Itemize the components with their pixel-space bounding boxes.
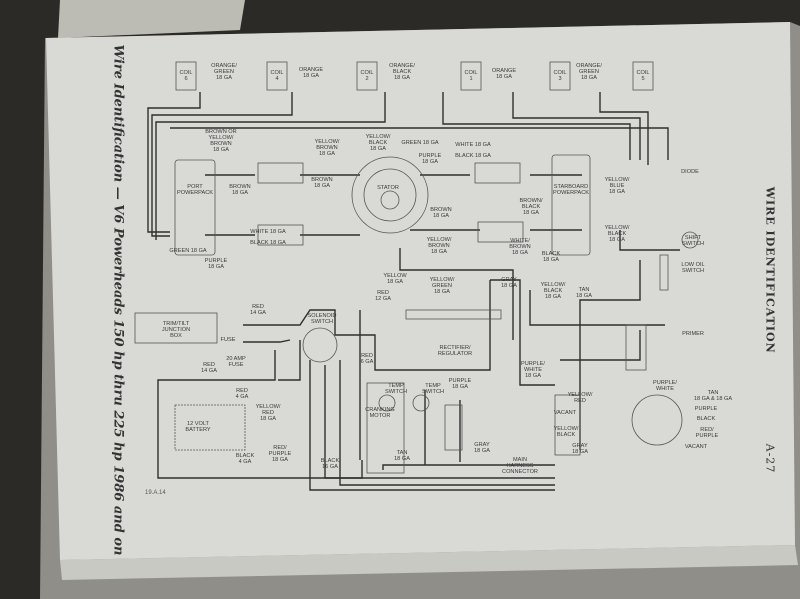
- figure-number: 19.A.14: [145, 490, 166, 496]
- wire-label: BLACK 4 GA: [235, 453, 255, 465]
- wire-label: PURPLE 18 GA: [448, 378, 472, 390]
- wire-label: PURPLE 18 GA: [204, 258, 228, 270]
- wire-label: TRIM/TILT JUNCTION BOX: [161, 321, 191, 339]
- wire-label: YELLOW/ BLACK 18 GA: [604, 225, 630, 243]
- wire-label: TAN 18 GA: [576, 287, 592, 299]
- wire-label: BROWN OR YELLOW/ BROWN 18 GA: [205, 129, 237, 153]
- wire-label: RED/ PURPLE: [695, 427, 719, 439]
- wire-label: COIL 3: [553, 70, 567, 82]
- wire-label: TAN 18 GA: [394, 450, 410, 462]
- wire-label: ORANGE/ GREEN 18 GA: [211, 63, 237, 81]
- wire-label: 12 VOLT BATTERY: [185, 421, 211, 433]
- wire-label: COIL 4: [270, 70, 284, 82]
- wire-label: YELLOW/ BLACK: [553, 426, 579, 438]
- wire-label: VACANT: [553, 410, 577, 416]
- wire-label: ORANGE/ BLACK 18 GA: [389, 63, 415, 81]
- wire-label: BROWN 18 GA: [430, 207, 452, 219]
- wire-label: RED 4 GA: [235, 388, 249, 400]
- page-edge: [60, 545, 798, 580]
- wire-label: SOLENOID SWITCH: [307, 313, 337, 325]
- wire-label: YELLOW/ GREEN 18 GA: [429, 277, 455, 295]
- wire-label: MAIN HARNESS CONNECTOR: [502, 457, 538, 475]
- wire-label: FUSE: [220, 337, 236, 343]
- wire-label: RECTIFIER/ REGULATOR: [437, 345, 473, 357]
- wire-label: PURPLE: [694, 406, 718, 412]
- wire-label: PURPLE/ WHITE 18 GA: [521, 361, 545, 379]
- wire-label: YELLOW/ BROWN 18 GA: [426, 237, 452, 255]
- wire-label: TEMP SWITCH: [421, 383, 445, 395]
- wire-label: COIL 2: [360, 70, 374, 82]
- wire-label: PRIMER: [682, 331, 704, 337]
- wire-label: YELLOW/ RED: [567, 392, 593, 404]
- wire-label: BLACK 16 GA: [320, 458, 340, 470]
- wire-label: RED 14 GA: [250, 304, 266, 316]
- diagram-title: Wire Identification — V6 Powerheads 150 …: [110, 44, 126, 556]
- wire-label: BLACK 18 GA: [455, 153, 491, 159]
- wire-label: COIL 1: [464, 70, 478, 82]
- wire-label: BROWN 18 GA: [229, 184, 251, 196]
- wire-label: VACANT: [684, 444, 708, 450]
- wire-label: STATOR: [377, 185, 399, 191]
- wire-label: GREEN 18 GA: [401, 140, 439, 146]
- section-header: WIRE IDENTIFICATION A-27: [764, 187, 777, 474]
- wire-label: ORANGE 18 GA: [298, 67, 324, 79]
- wire-label: TEMP SWITCH: [384, 383, 408, 395]
- wire-label: PURPLE 18 GA: [418, 153, 442, 165]
- page-label: A-27: [763, 443, 777, 474]
- wire-label: 20 AMP FUSE: [226, 356, 246, 368]
- wire-label: ORANGE 18 GA: [491, 68, 517, 80]
- wire-label: BROWN 18 GA: [311, 177, 333, 189]
- wire-label: YELLOW/ BLACK 18 GA: [365, 134, 391, 152]
- wire-label: RED 6 GA: [360, 353, 374, 365]
- wire-label: GRAY 18 GA: [501, 277, 517, 289]
- wire-label: WHITE/ BROWN 18 GA: [509, 238, 531, 256]
- wire-label: DIODE: [681, 169, 699, 175]
- wire-label: TAN 18 GA & 18 GA: [693, 390, 733, 402]
- wire-label: YELLOW/ BLACK 18 GA: [540, 282, 566, 300]
- wire-label: COIL 5: [636, 70, 650, 82]
- wire-label: ORANGE/ GREEN 18 GA: [576, 63, 602, 81]
- wire-label: YELLOW/ BLUE 18 GA: [604, 177, 630, 195]
- wire-label: BLACK 18 GA: [250, 240, 286, 246]
- wire-label: PORT POWERPACK: [177, 184, 213, 196]
- wire-label: GREEN 18 GA: [169, 248, 207, 254]
- wire-label: CRANKING MOTOR: [365, 407, 395, 419]
- wire-label: STARBOARD POWERPACK: [553, 184, 589, 196]
- document-page: [46, 22, 795, 560]
- wire-label: SHIFT SWITCH: [681, 235, 705, 247]
- wire-label: LOW OIL SWITCH: [681, 262, 705, 274]
- components: [134, 61, 699, 474]
- wire-label: YELLOW/ BROWN 18 GA: [314, 139, 340, 157]
- wire-label: COIL 6: [179, 70, 193, 82]
- wire-label: RED/ PURPLE 18 GA: [268, 445, 292, 463]
- wire-label: BROWN/ BLACK 18 GA: [519, 198, 543, 216]
- section-header-text: WIRE IDENTIFICATION: [763, 186, 777, 354]
- wire-label: BLACK 18 GA: [541, 251, 561, 263]
- wire-label: YELLOW 18 GA: [383, 273, 407, 285]
- wire-label: BLACK: [696, 416, 716, 422]
- wire-label: WHITE 18 GA: [455, 142, 491, 148]
- wire-label: GRAY 18 GA: [572, 443, 588, 455]
- wire-label: YELLOW/ RED 18 GA: [255, 404, 281, 422]
- wiring-diagram: [147, 92, 680, 491]
- wire-label: PURPLE/ WHITE: [653, 380, 677, 392]
- wire-label: WHITE 18 GA: [250, 229, 286, 235]
- wire-label: RED 14 GA: [201, 362, 217, 374]
- wire-label: RED 12 GA: [375, 290, 391, 302]
- wire-label: GRAY 18 GA: [474, 442, 490, 454]
- underlying-page: [58, 0, 245, 38]
